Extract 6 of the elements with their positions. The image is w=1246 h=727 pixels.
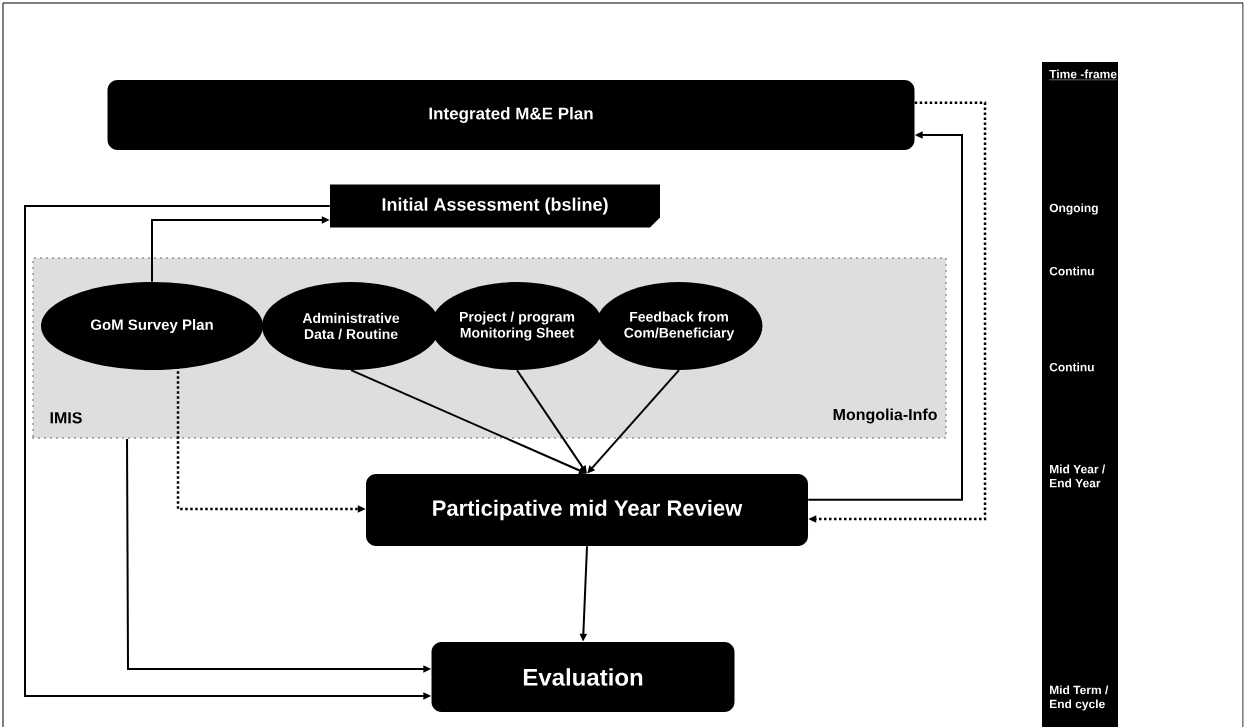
process-box: Participative mid Year Review	[366, 474, 808, 546]
process-box: Initial Assessment (bsline)	[330, 184, 660, 228]
arrow	[807, 131, 963, 501]
timeframe-column: Time -frame Ongoing Continu Continu Mid Year / End Year Mid Term / End cycle	[1042, 62, 1118, 727]
process-box: Integrated M&E Plan	[107, 80, 915, 150]
process-box: Evaluation	[431, 642, 735, 712]
